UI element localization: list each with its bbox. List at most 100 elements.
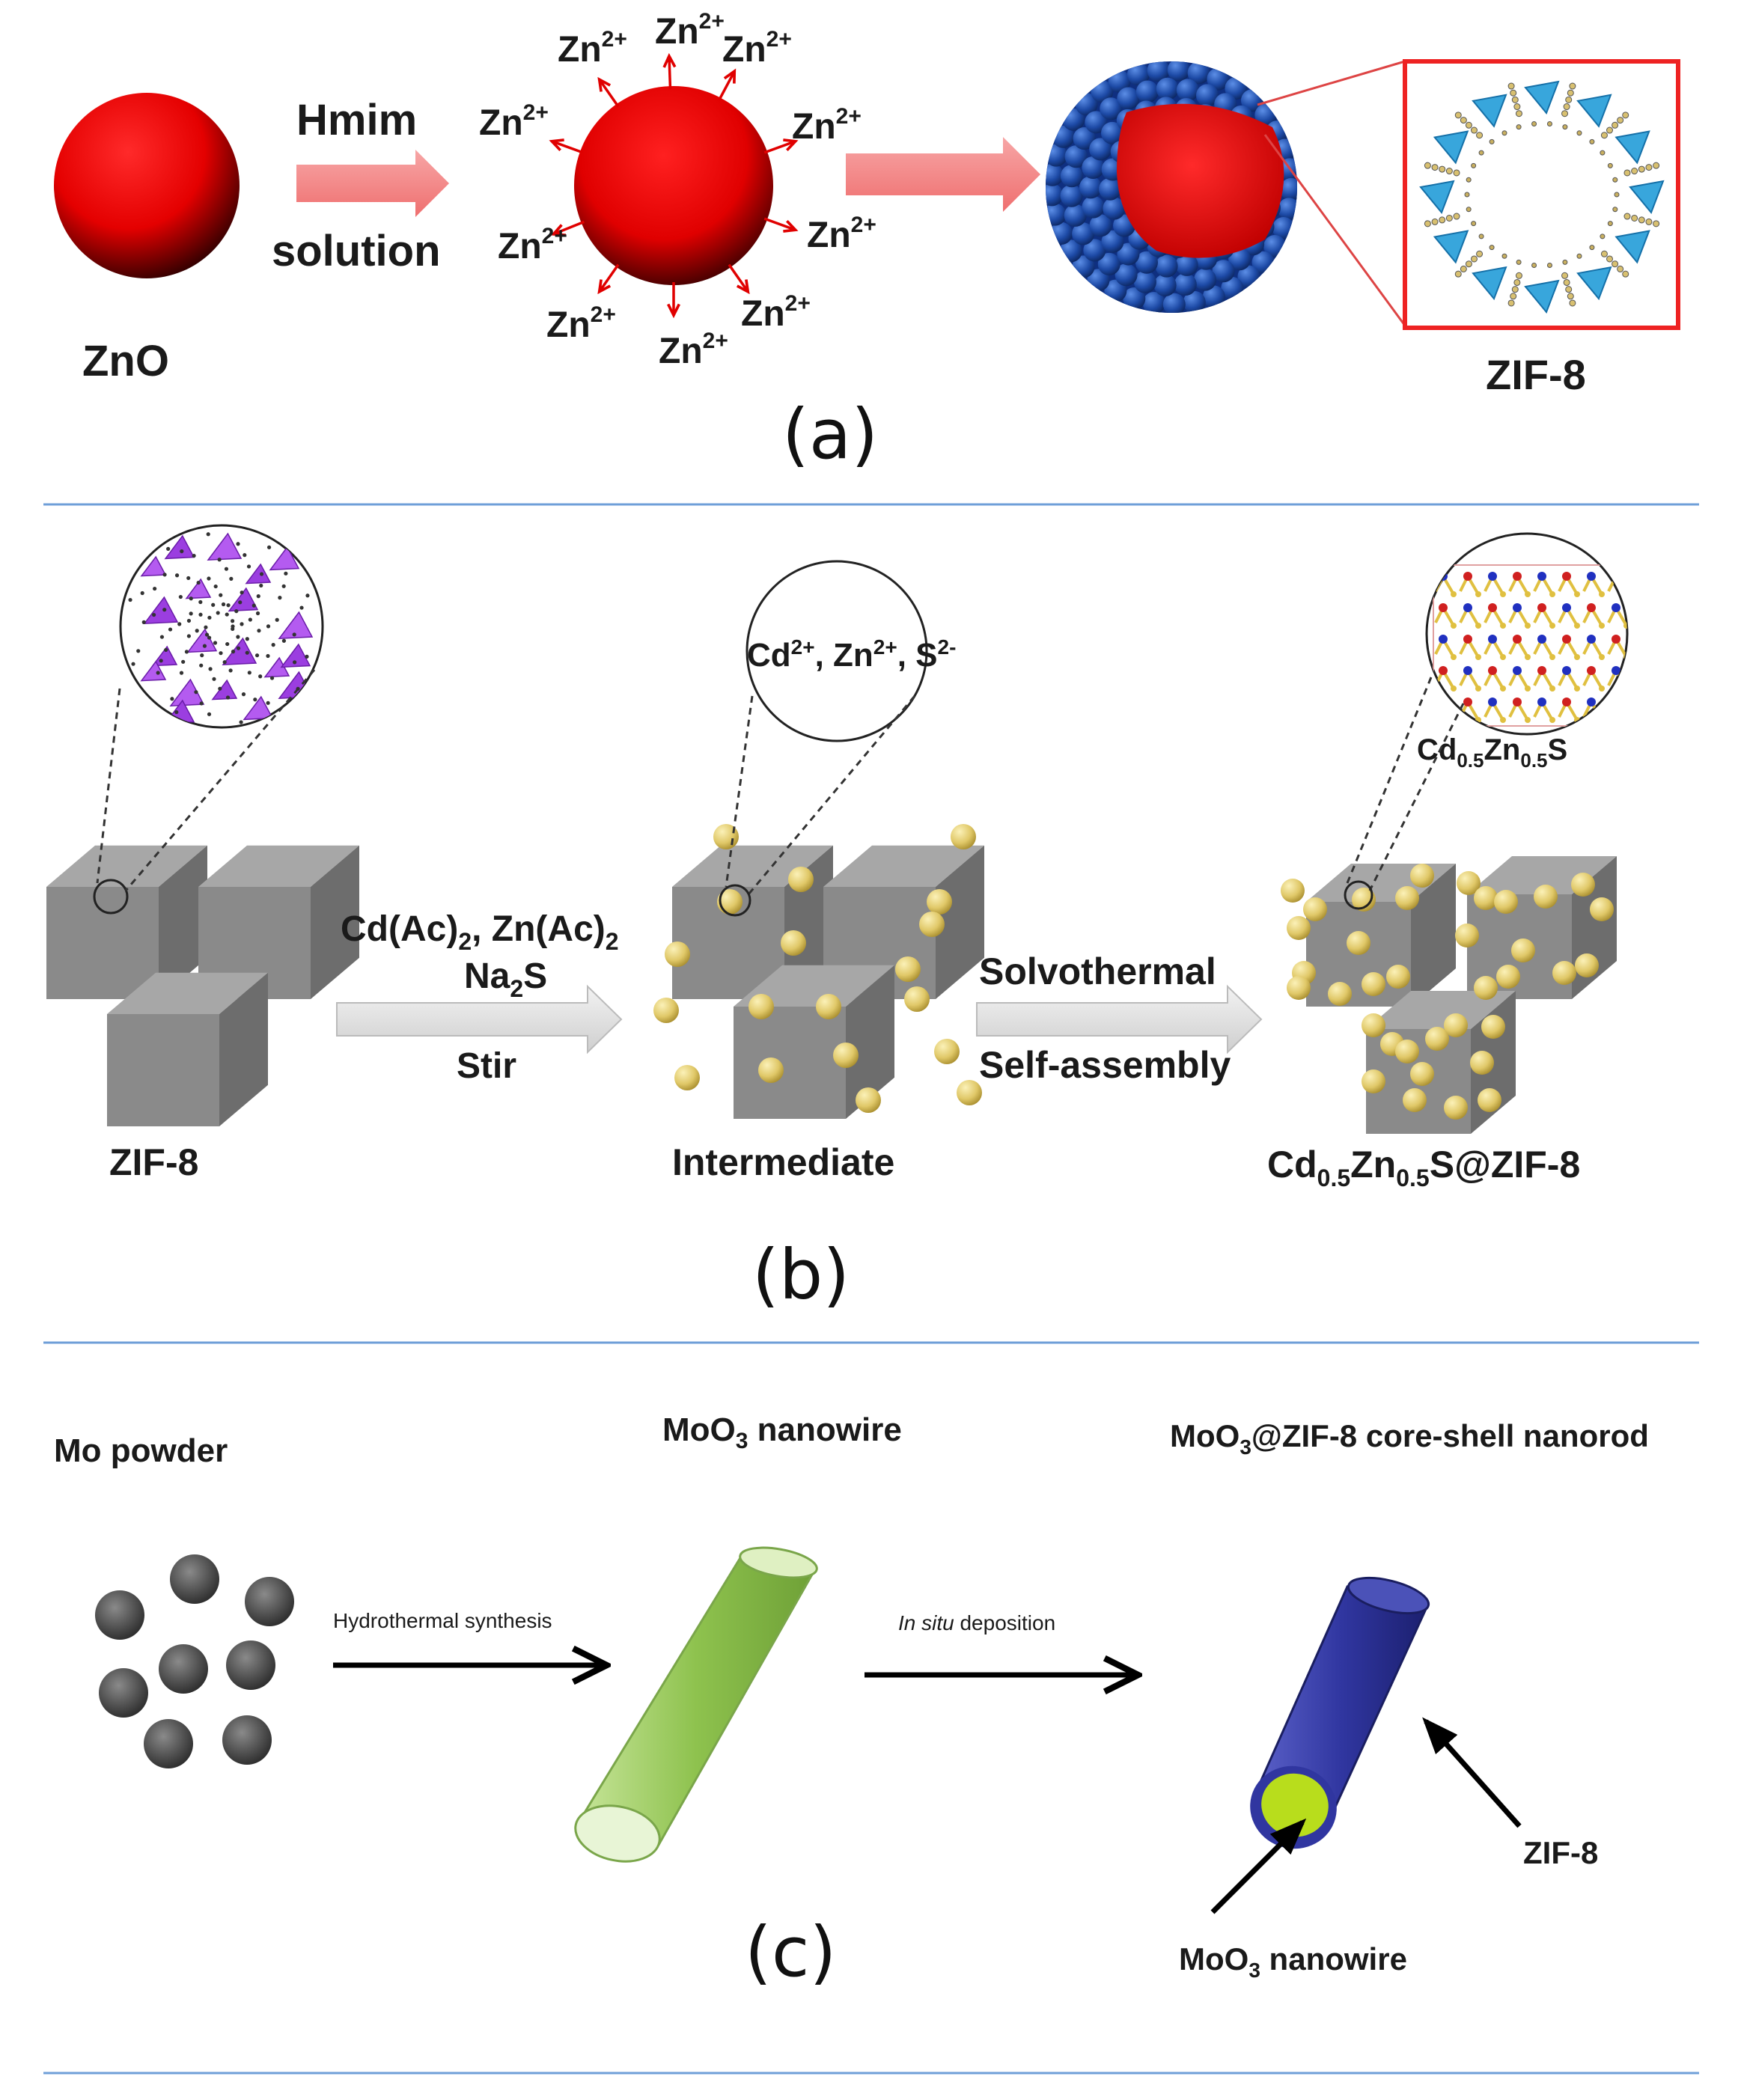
nanoparticle — [1511, 938, 1535, 962]
zoom-target-circle-2 — [719, 884, 751, 917]
product-nanoparticles — [1281, 864, 1614, 1120]
nanoparticle — [1474, 976, 1498, 1000]
zoom-dash-3b — [1368, 703, 1465, 891]
reagents-line1: Cd(Ac)2, Zn(Ac)2 — [341, 909, 619, 955]
nanoparticle — [781, 930, 806, 956]
reagent-label: Hmim — [296, 96, 417, 144]
zoom-line-top — [1257, 60, 1406, 106]
nanoparticle — [1444, 1096, 1468, 1120]
nanoparticle — [653, 998, 679, 1023]
mo-particle — [159, 1644, 208, 1694]
nanoparticle — [1303, 897, 1327, 921]
nanoparticle — [1457, 871, 1481, 895]
nanoparticle — [1395, 1040, 1419, 1063]
mo-particle — [99, 1668, 148, 1718]
zif8-label-a: ZIF-8 — [1486, 351, 1586, 398]
ions-label: Cd2+, Zn2+, S2- — [747, 635, 956, 674]
deposition-label: In situ deposition — [898, 1611, 1055, 1634]
nanoparticle — [1410, 1062, 1434, 1086]
reaction-arrow-3 — [336, 984, 623, 1054]
nanoparticle — [1281, 879, 1305, 903]
nanoparticle — [1478, 1088, 1501, 1112]
core-label: MoO3 nanowire — [1179, 1941, 1407, 1982]
panel-a: ZnO Hmim solution Zn2+Zn2+Zn2+Zn2+Zn2+Zn… — [54, 9, 1680, 474]
cube — [734, 965, 894, 1119]
crystal-magnified-circle — [1425, 532, 1629, 736]
nanoparticle — [1386, 965, 1410, 989]
self-assembly-label: Self-assembly — [979, 1044, 1231, 1086]
ion-release-arrows — [549, 52, 799, 319]
zoom-target-circle-3 — [1344, 880, 1373, 910]
shell-label: ZIF-8 — [1523, 1835, 1598, 1870]
nanoparticle — [1571, 873, 1595, 897]
mo-particle — [95, 1590, 144, 1640]
caption-a: (a) — [782, 394, 878, 474]
hydrothermal-label: Hydrothermal synthesis — [333, 1609, 552, 1632]
zn-ion-label: Zn2+ — [479, 100, 549, 143]
zno-sphere — [54, 93, 240, 278]
zn-ion-label: Zn2+ — [659, 329, 728, 371]
nanoparticle — [1444, 1013, 1468, 1037]
zoom-dash-2a — [725, 695, 754, 888]
mo-powder-particles — [95, 1554, 294, 1768]
mid-label: MoO3 nanowire — [662, 1411, 902, 1453]
zoom-dash-3a — [1346, 677, 1433, 884]
nanoparticle — [1362, 1069, 1385, 1093]
cube — [107, 972, 268, 1126]
nanoparticle — [934, 1039, 960, 1064]
zoom-line-bottom — [1263, 134, 1406, 326]
zn-ion-labels: Zn2+Zn2+Zn2+Zn2+Zn2+Zn2+Zn2+Zn2+Zn2+Zn2+ — [479, 9, 876, 371]
nanoparticle — [919, 912, 945, 937]
product-label-b: Cd0.5Zn0.5S@ZIF-8 — [1267, 1144, 1580, 1191]
nanoparticle — [1474, 886, 1498, 910]
mo-powder-label: Mo powder — [54, 1432, 228, 1469]
nanoparticles — [653, 824, 982, 1113]
panel-b: ZIF-8 Cd(Ac)2, Zn(Ac)2 Na2S Stir Cd2+, Z… — [46, 524, 1629, 1315]
nanoparticle — [1347, 931, 1370, 955]
reaction-arrow-2 — [846, 137, 1040, 212]
nanoparticle — [1287, 976, 1311, 1000]
nanoparticle — [1403, 1088, 1427, 1112]
core-shell-nanorod — [1250, 1576, 1430, 1849]
reaction-arrow-1 — [296, 150, 449, 217]
nanoparticle — [1534, 885, 1558, 909]
zif8-framework-inset — [1403, 59, 1680, 330]
stir-label: Stir — [457, 1046, 516, 1086]
nanoparticle — [1481, 1015, 1505, 1039]
ions-magnified-circle — [745, 560, 928, 742]
nanoparticle — [1287, 916, 1311, 940]
nanoparticle — [856, 1087, 881, 1113]
zn-ion-label: Zn2+ — [807, 213, 876, 255]
zn-ion-label: Zn2+ — [498, 224, 567, 266]
mo-particle — [226, 1640, 275, 1690]
ion-releasing-sphere: Zn2+Zn2+Zn2+Zn2+Zn2+Zn2+Zn2+Zn2+Zn2+Zn2+ — [479, 9, 876, 371]
nanoparticle — [1352, 888, 1376, 912]
nanoparticle — [1455, 924, 1479, 947]
zoom-dash-2b — [747, 695, 916, 895]
reaction-arrow-4 — [976, 984, 1263, 1054]
cube — [46, 845, 207, 999]
crystal-label: Cd0.5Zn0.5S — [1417, 733, 1567, 772]
nanoparticle — [1552, 961, 1576, 985]
core-pointer-arrow — [1210, 1818, 1307, 1914]
mo-particle — [144, 1719, 193, 1768]
zoom-target-circle-1 — [93, 879, 129, 915]
cube — [198, 845, 359, 999]
mo-particle — [170, 1554, 219, 1604]
zn-ion-label: Zn2+ — [558, 27, 627, 70]
core-shell-particle — [1046, 61, 1297, 313]
zn-ion-label: Zn2+ — [655, 9, 725, 52]
solvothermal-label: Solvothermal — [979, 950, 1216, 992]
nanoparticle — [1496, 965, 1520, 989]
panel-c: Mo powder Hydrothermal synthesis MoO3 na… — [54, 1411, 1649, 1992]
nanoparticle — [1425, 1027, 1449, 1051]
nanoparticle — [904, 986, 930, 1012]
nanoparticle — [674, 1065, 700, 1090]
nanoparticle — [758, 1057, 784, 1083]
zif8-label-b: ZIF-8 — [109, 1141, 198, 1183]
mo-particle — [245, 1577, 294, 1626]
zn-ion-label: Zn2+ — [546, 302, 616, 345]
zn-ion-label: Zn2+ — [722, 27, 792, 70]
nanoparticle — [1362, 972, 1385, 996]
